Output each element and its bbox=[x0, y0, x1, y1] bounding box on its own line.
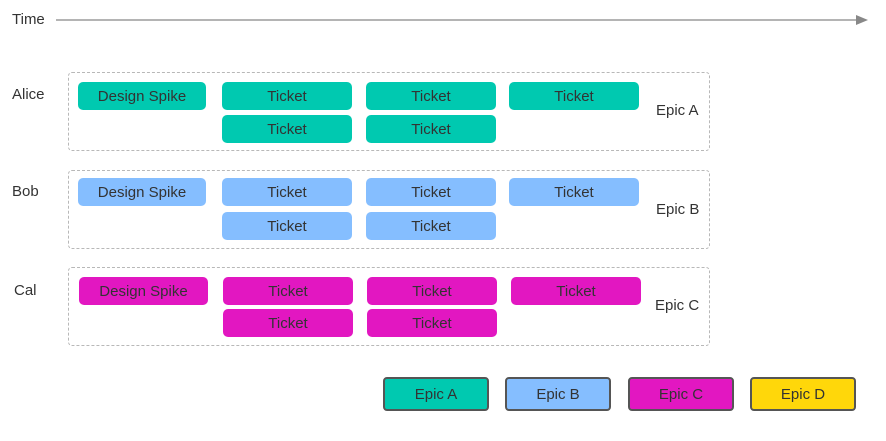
lane-container-alice: Design Spike Ticket Ticket Ticket Ticket… bbox=[68, 72, 710, 151]
lane-epic-label: Epic B bbox=[656, 201, 700, 218]
lane-epic-label: Epic C bbox=[655, 297, 700, 314]
ticket-card[interactable]: Ticket bbox=[222, 178, 352, 206]
lane-container-cal: Design Spike Ticket Ticket Ticket Ticket… bbox=[68, 267, 710, 346]
lane-container-bob: Design Spike Ticket Ticket Ticket Ticket… bbox=[68, 170, 710, 249]
ticket-card[interactable]: Ticket bbox=[222, 82, 352, 110]
ticket-card[interactable]: Ticket bbox=[366, 178, 496, 206]
design-spike-card[interactable]: Design Spike bbox=[78, 82, 206, 110]
ticket-card[interactable]: Ticket bbox=[367, 309, 497, 337]
ticket-card[interactable]: Ticket bbox=[222, 212, 352, 240]
ticket-card[interactable]: Ticket bbox=[366, 82, 496, 110]
time-label: Time bbox=[12, 11, 45, 28]
time-axis-arrow bbox=[56, 15, 868, 25]
lane-person-alice: Alice bbox=[12, 86, 45, 103]
ticket-card[interactable]: Ticket bbox=[511, 277, 641, 305]
ticket-card[interactable]: Ticket bbox=[223, 309, 353, 337]
lane-person-cal: Cal bbox=[14, 282, 37, 299]
ticket-card[interactable]: Ticket bbox=[223, 277, 353, 305]
ticket-card[interactable]: Ticket bbox=[366, 212, 496, 240]
legend-epic-a[interactable]: Epic A bbox=[383, 377, 489, 411]
ticket-card[interactable]: Ticket bbox=[509, 82, 639, 110]
ticket-card[interactable]: Ticket bbox=[367, 277, 497, 305]
lane-epic-label: Epic A bbox=[656, 102, 699, 119]
design-spike-card[interactable]: Design Spike bbox=[79, 277, 208, 305]
legend-epic-c[interactable]: Epic C bbox=[628, 377, 734, 411]
legend-epic-d[interactable]: Epic D bbox=[750, 377, 856, 411]
ticket-card[interactable]: Ticket bbox=[366, 115, 496, 143]
ticket-card[interactable]: Ticket bbox=[222, 115, 352, 143]
ticket-card[interactable]: Ticket bbox=[509, 178, 639, 206]
lane-person-bob: Bob bbox=[12, 183, 39, 200]
legend-epic-b[interactable]: Epic B bbox=[505, 377, 611, 411]
design-spike-card[interactable]: Design Spike bbox=[78, 178, 206, 206]
